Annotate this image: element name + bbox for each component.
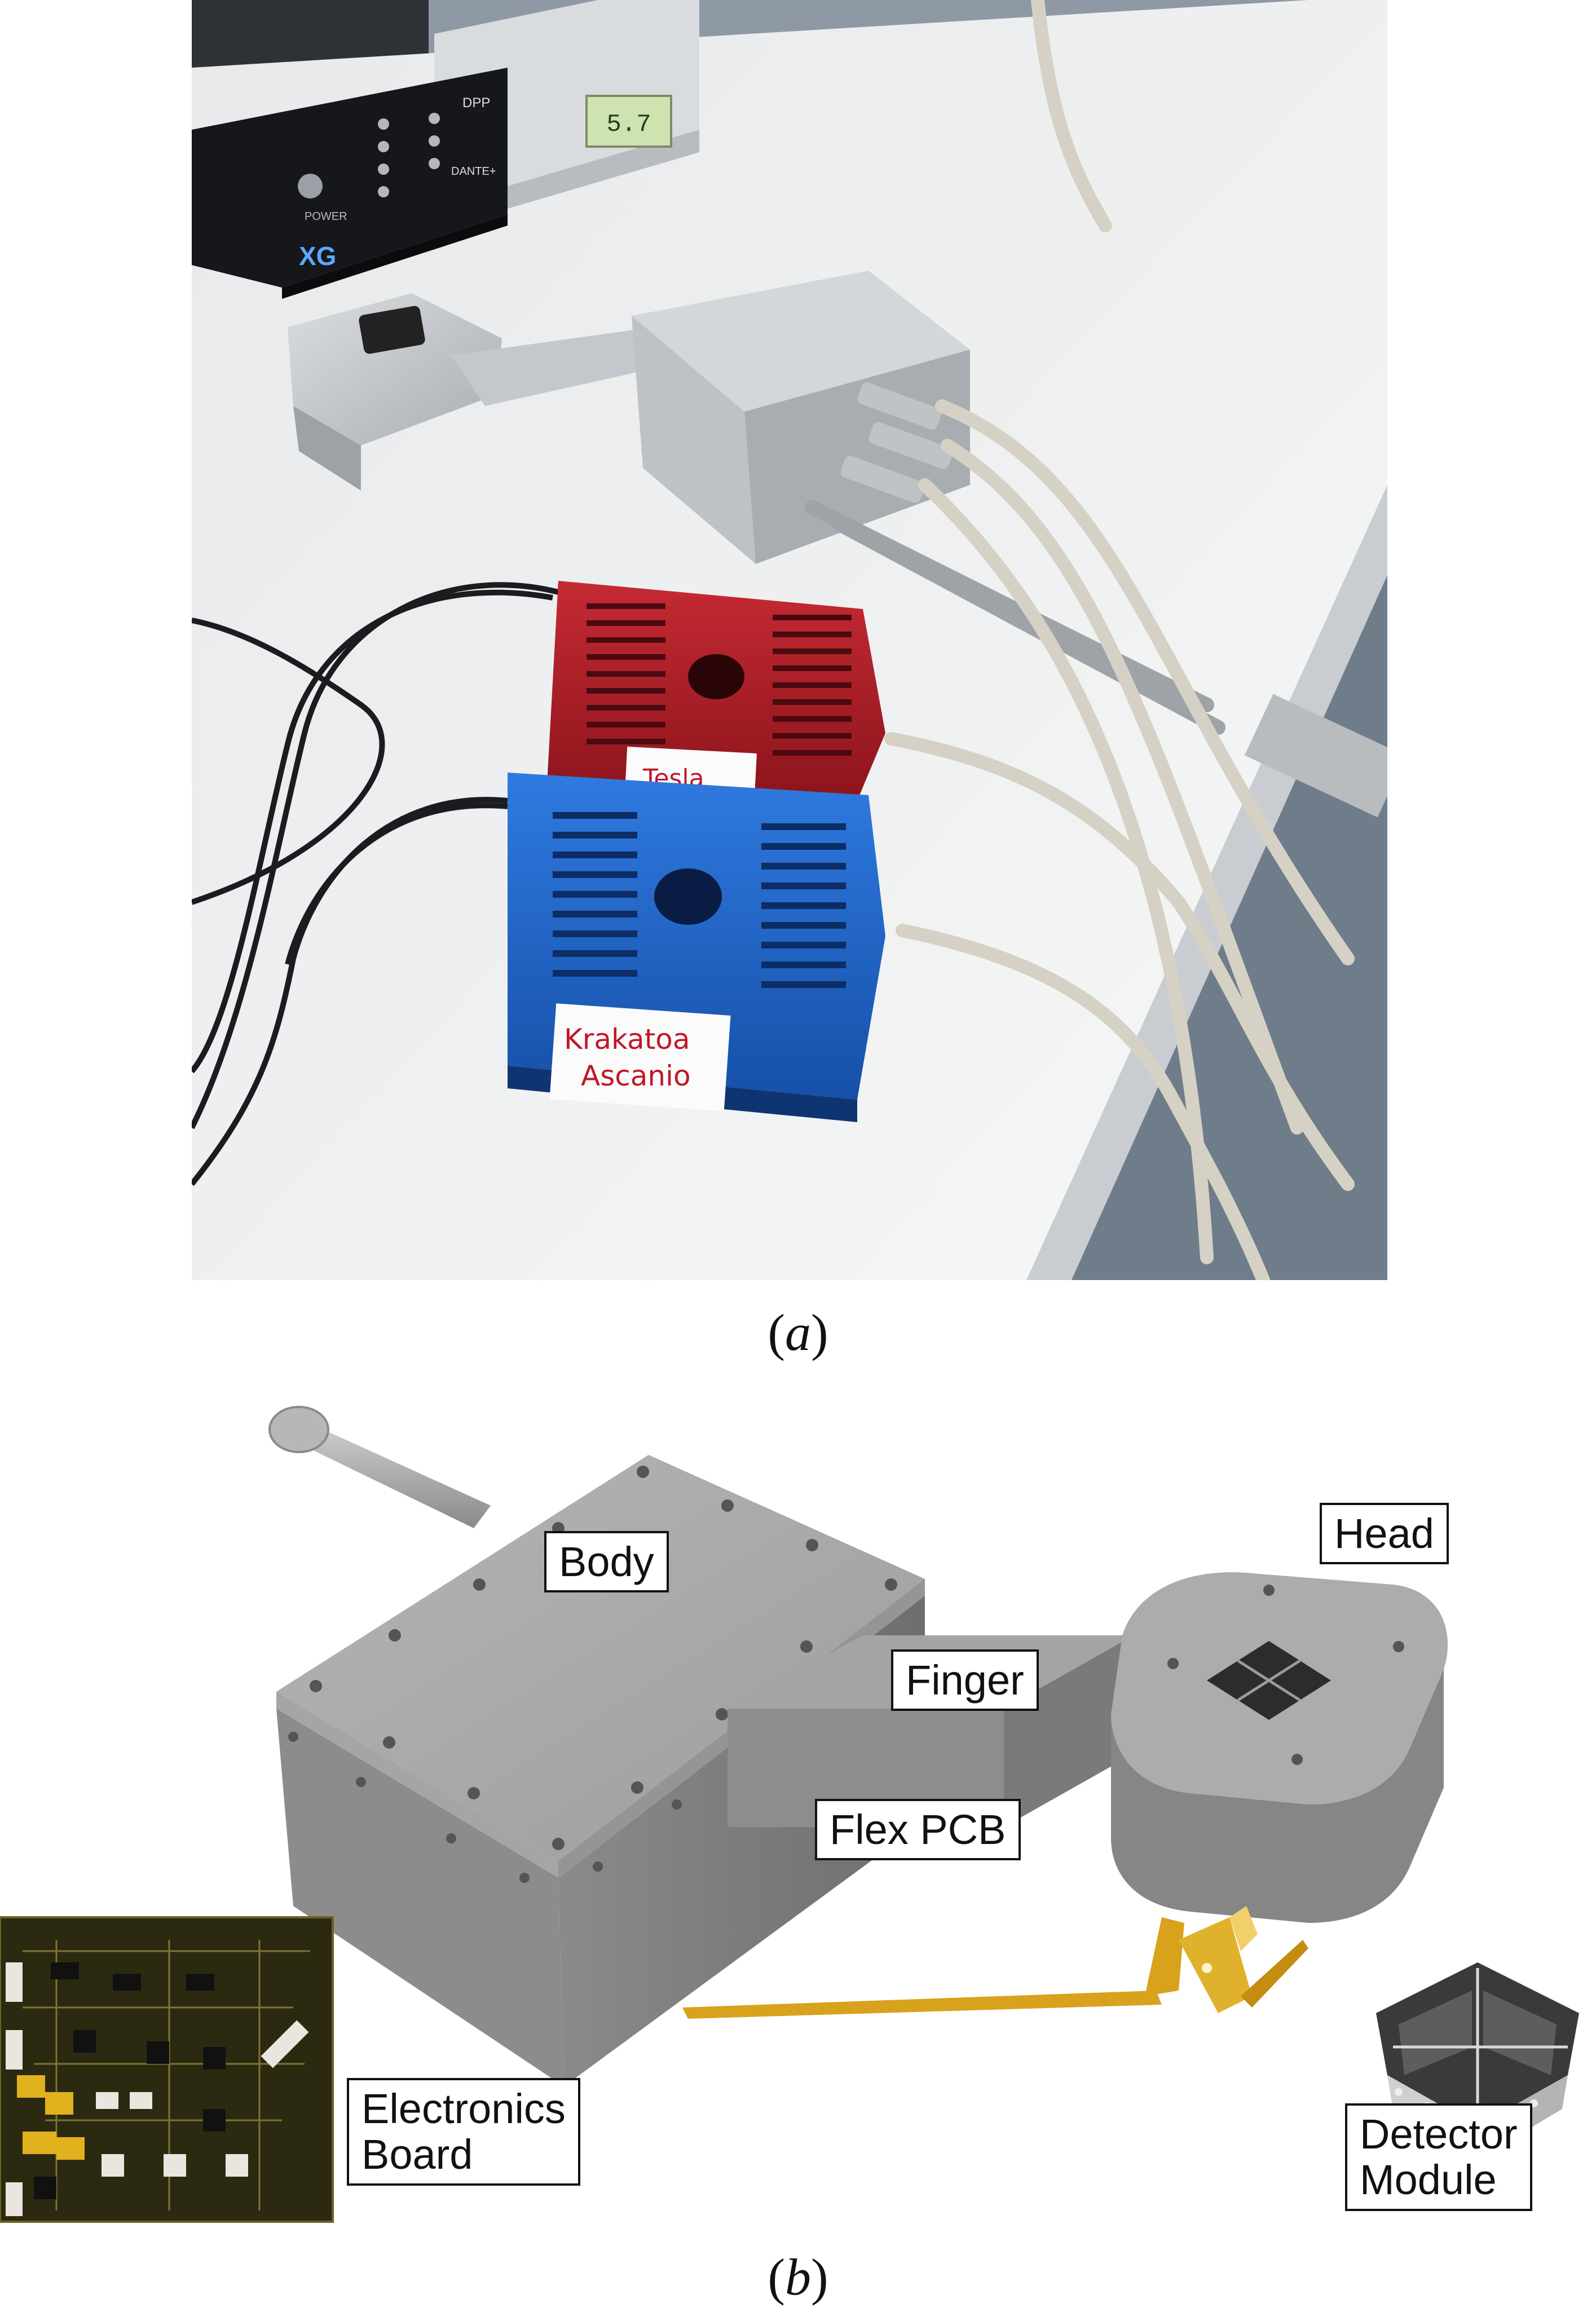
label-head: Head: [1320, 1503, 1449, 1565]
blue-box-tag: [549, 1003, 731, 1111]
label-electronics-board: Electronics Board: [347, 2078, 580, 2186]
dpp-connectors: [378, 113, 440, 197]
caption-b-open: (: [768, 2248, 785, 2306]
label-finger: Finger: [891, 1649, 1039, 1711]
controller-display: [585, 95, 672, 148]
blue-vent-slots: [553, 812, 846, 988]
caption-a-open: (: [768, 1304, 785, 1361]
dpp-power-label: POWER: [305, 210, 347, 223]
head-screws: [1167, 1585, 1404, 1765]
photo-bellows: [1244, 694, 1387, 818]
label-electronics-board-line2: Board: [361, 2131, 473, 2178]
controller-display-value: 5.7: [606, 111, 651, 139]
red-fan-hole: [688, 654, 744, 699]
lab-setup-photo: 5.7 POWER DPP DANTE+ XG: [192, 0, 1387, 1280]
dpp-label: DPP: [462, 95, 490, 111]
detector-module-grid: [1393, 1968, 1568, 2120]
blue-preamp-enclosure: Krakatoa Ascanio: [508, 773, 885, 1122]
photo-support-rods: [805, 500, 1225, 735]
red-preamp-enclosure: Tesla: [541, 581, 885, 818]
power-button: [298, 174, 323, 198]
dpp-brand-label: DANTE+: [451, 165, 496, 178]
caption-a: (a): [0, 1303, 1596, 1362]
blue-box-label-line2: Ascanio: [581, 1060, 691, 1092]
red-vent-slots: [587, 603, 852, 756]
instrument-render: [0, 1406, 1579, 2223]
caption-b-close: ): [811, 2248, 828, 2306]
label-body: Body: [544, 1531, 669, 1593]
render-flex-pcb: [682, 1906, 1308, 2019]
board-pads: [17, 2075, 85, 2160]
photo-panel-a: 5.7 POWER DPP DANTE+ XG: [192, 0, 1387, 1280]
detector-instrument-photo: [288, 271, 1225, 735]
caption-b: (b): [0, 2247, 1596, 2307]
photo-black-cables: [192, 582, 559, 1186]
dpp-box: POWER DPP DANTE+ XG: [192, 68, 508, 299]
label-detector-module-line2: Module: [1360, 2156, 1497, 2204]
render-window-grid: [1237, 1659, 1301, 1702]
photo-detector-window: [359, 306, 425, 354]
caption-a-close: ): [811, 1304, 828, 1361]
label-flex-pcb: Flex PCB: [815, 1799, 1021, 1861]
label-electronics-board-line1: Electronics: [361, 2085, 566, 2132]
caption-a-letter: a: [785, 1304, 811, 1361]
render-electronics-board: [0, 1916, 334, 2223]
label-detector-module-line1: Detector: [1360, 2111, 1518, 2157]
board-components: [6, 1962, 309, 2216]
blue-box-label-line1: Krakatoa: [564, 1023, 690, 1056]
render-rod: [268, 1406, 491, 1528]
photo-lemo-connectors: [840, 382, 953, 503]
render-detector-module: [1376, 1962, 1579, 2160]
render-head: [1111, 1572, 1448, 1923]
render-panel-b: Body Head Finger Flex PCB Electronics Bo…: [0, 1398, 1596, 2256]
blue-fan-hole: [654, 868, 722, 925]
xg-logo: XG: [299, 241, 336, 271]
label-detector-module: Detector Module: [1345, 2103, 1532, 2211]
photo-beige-cables: [884, 0, 1355, 1280]
caption-b-letter: b: [785, 2248, 811, 2306]
board-chips: [34, 1962, 226, 2199]
